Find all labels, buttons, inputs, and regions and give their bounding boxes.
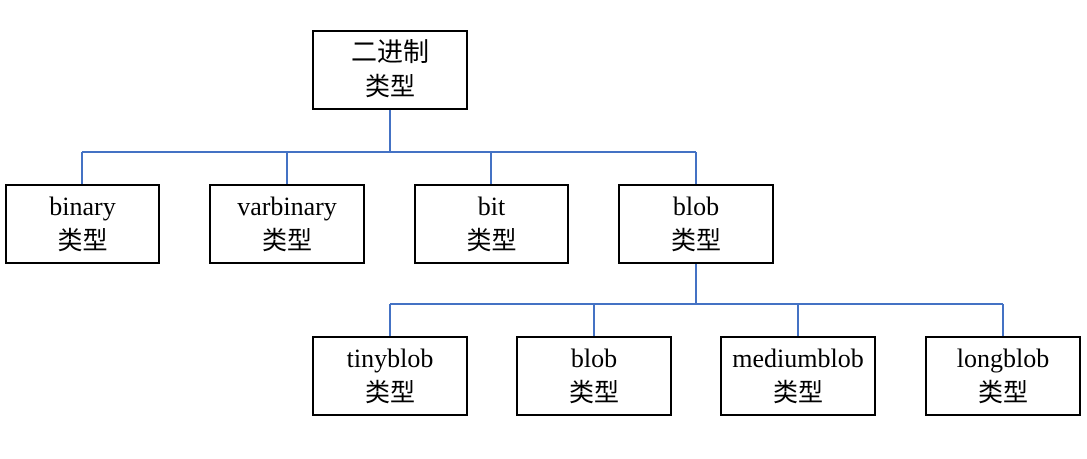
node-blob-line1: blob	[672, 192, 720, 221]
node-longblob-line2: 类型	[977, 378, 1028, 407]
node-tinyblob-line1: tinyblob	[346, 344, 434, 373]
node-tinyblob: tinyblob 类型	[312, 336, 468, 416]
node-mediumblob-line2: 类型	[772, 378, 823, 407]
node-bit: bit 类型	[414, 184, 569, 264]
node-root-line2: 类型	[364, 72, 415, 101]
node-blob-sub: blob 类型	[516, 336, 672, 416]
node-varbinary-line1: varbinary	[237, 192, 337, 221]
node-bit-line1: bit	[477, 192, 506, 221]
node-blob: blob 类型	[618, 184, 774, 264]
node-root-line1: 二进制	[350, 38, 429, 67]
node-mediumblob-line1: mediumblob	[732, 344, 864, 373]
node-tinyblob-line2: 类型	[364, 378, 415, 407]
node-root-binary-types: 二进制 类型	[312, 30, 468, 110]
node-longblob-line1: longblob	[956, 344, 1050, 373]
node-longblob: longblob 类型	[925, 336, 1081, 416]
node-blob-line2: 类型	[670, 226, 721, 255]
node-binary-line1: binary	[49, 192, 116, 221]
node-mediumblob: mediumblob 类型	[720, 336, 876, 416]
node-varbinary: varbinary 类型	[209, 184, 365, 264]
node-varbinary-line2: 类型	[261, 226, 312, 255]
node-binary-line2: 类型	[57, 226, 108, 255]
node-blob-sub-line2: 类型	[568, 378, 619, 407]
node-binary: binary 类型	[5, 184, 160, 264]
node-blob-sub-line1: blob	[570, 344, 618, 373]
node-bit-line2: 类型	[466, 226, 517, 255]
